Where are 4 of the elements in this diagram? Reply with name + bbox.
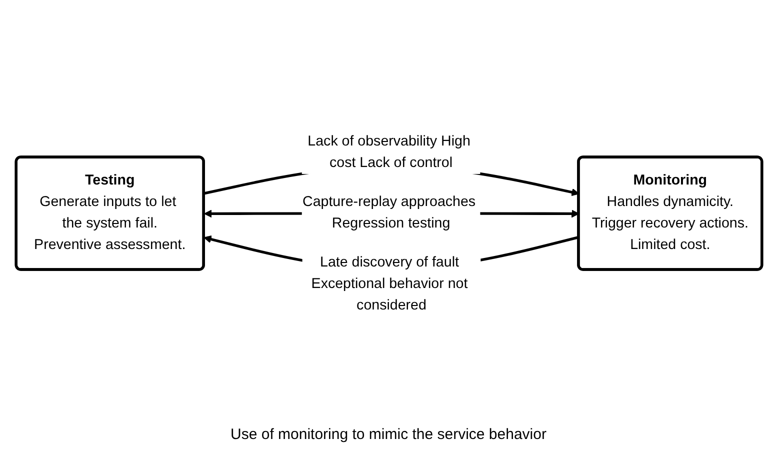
edge-label: Capture-replay approaches Regression testing	[302, 194, 476, 231]
edge-label: Late discovery of fault Exceptional behavior not considered	[310, 254, 468, 313]
edge-label: Lack of observability High cost Lack of control	[307, 133, 470, 170]
note-text: Use of monitoring to mimic the service behavior	[230, 426, 546, 442]
